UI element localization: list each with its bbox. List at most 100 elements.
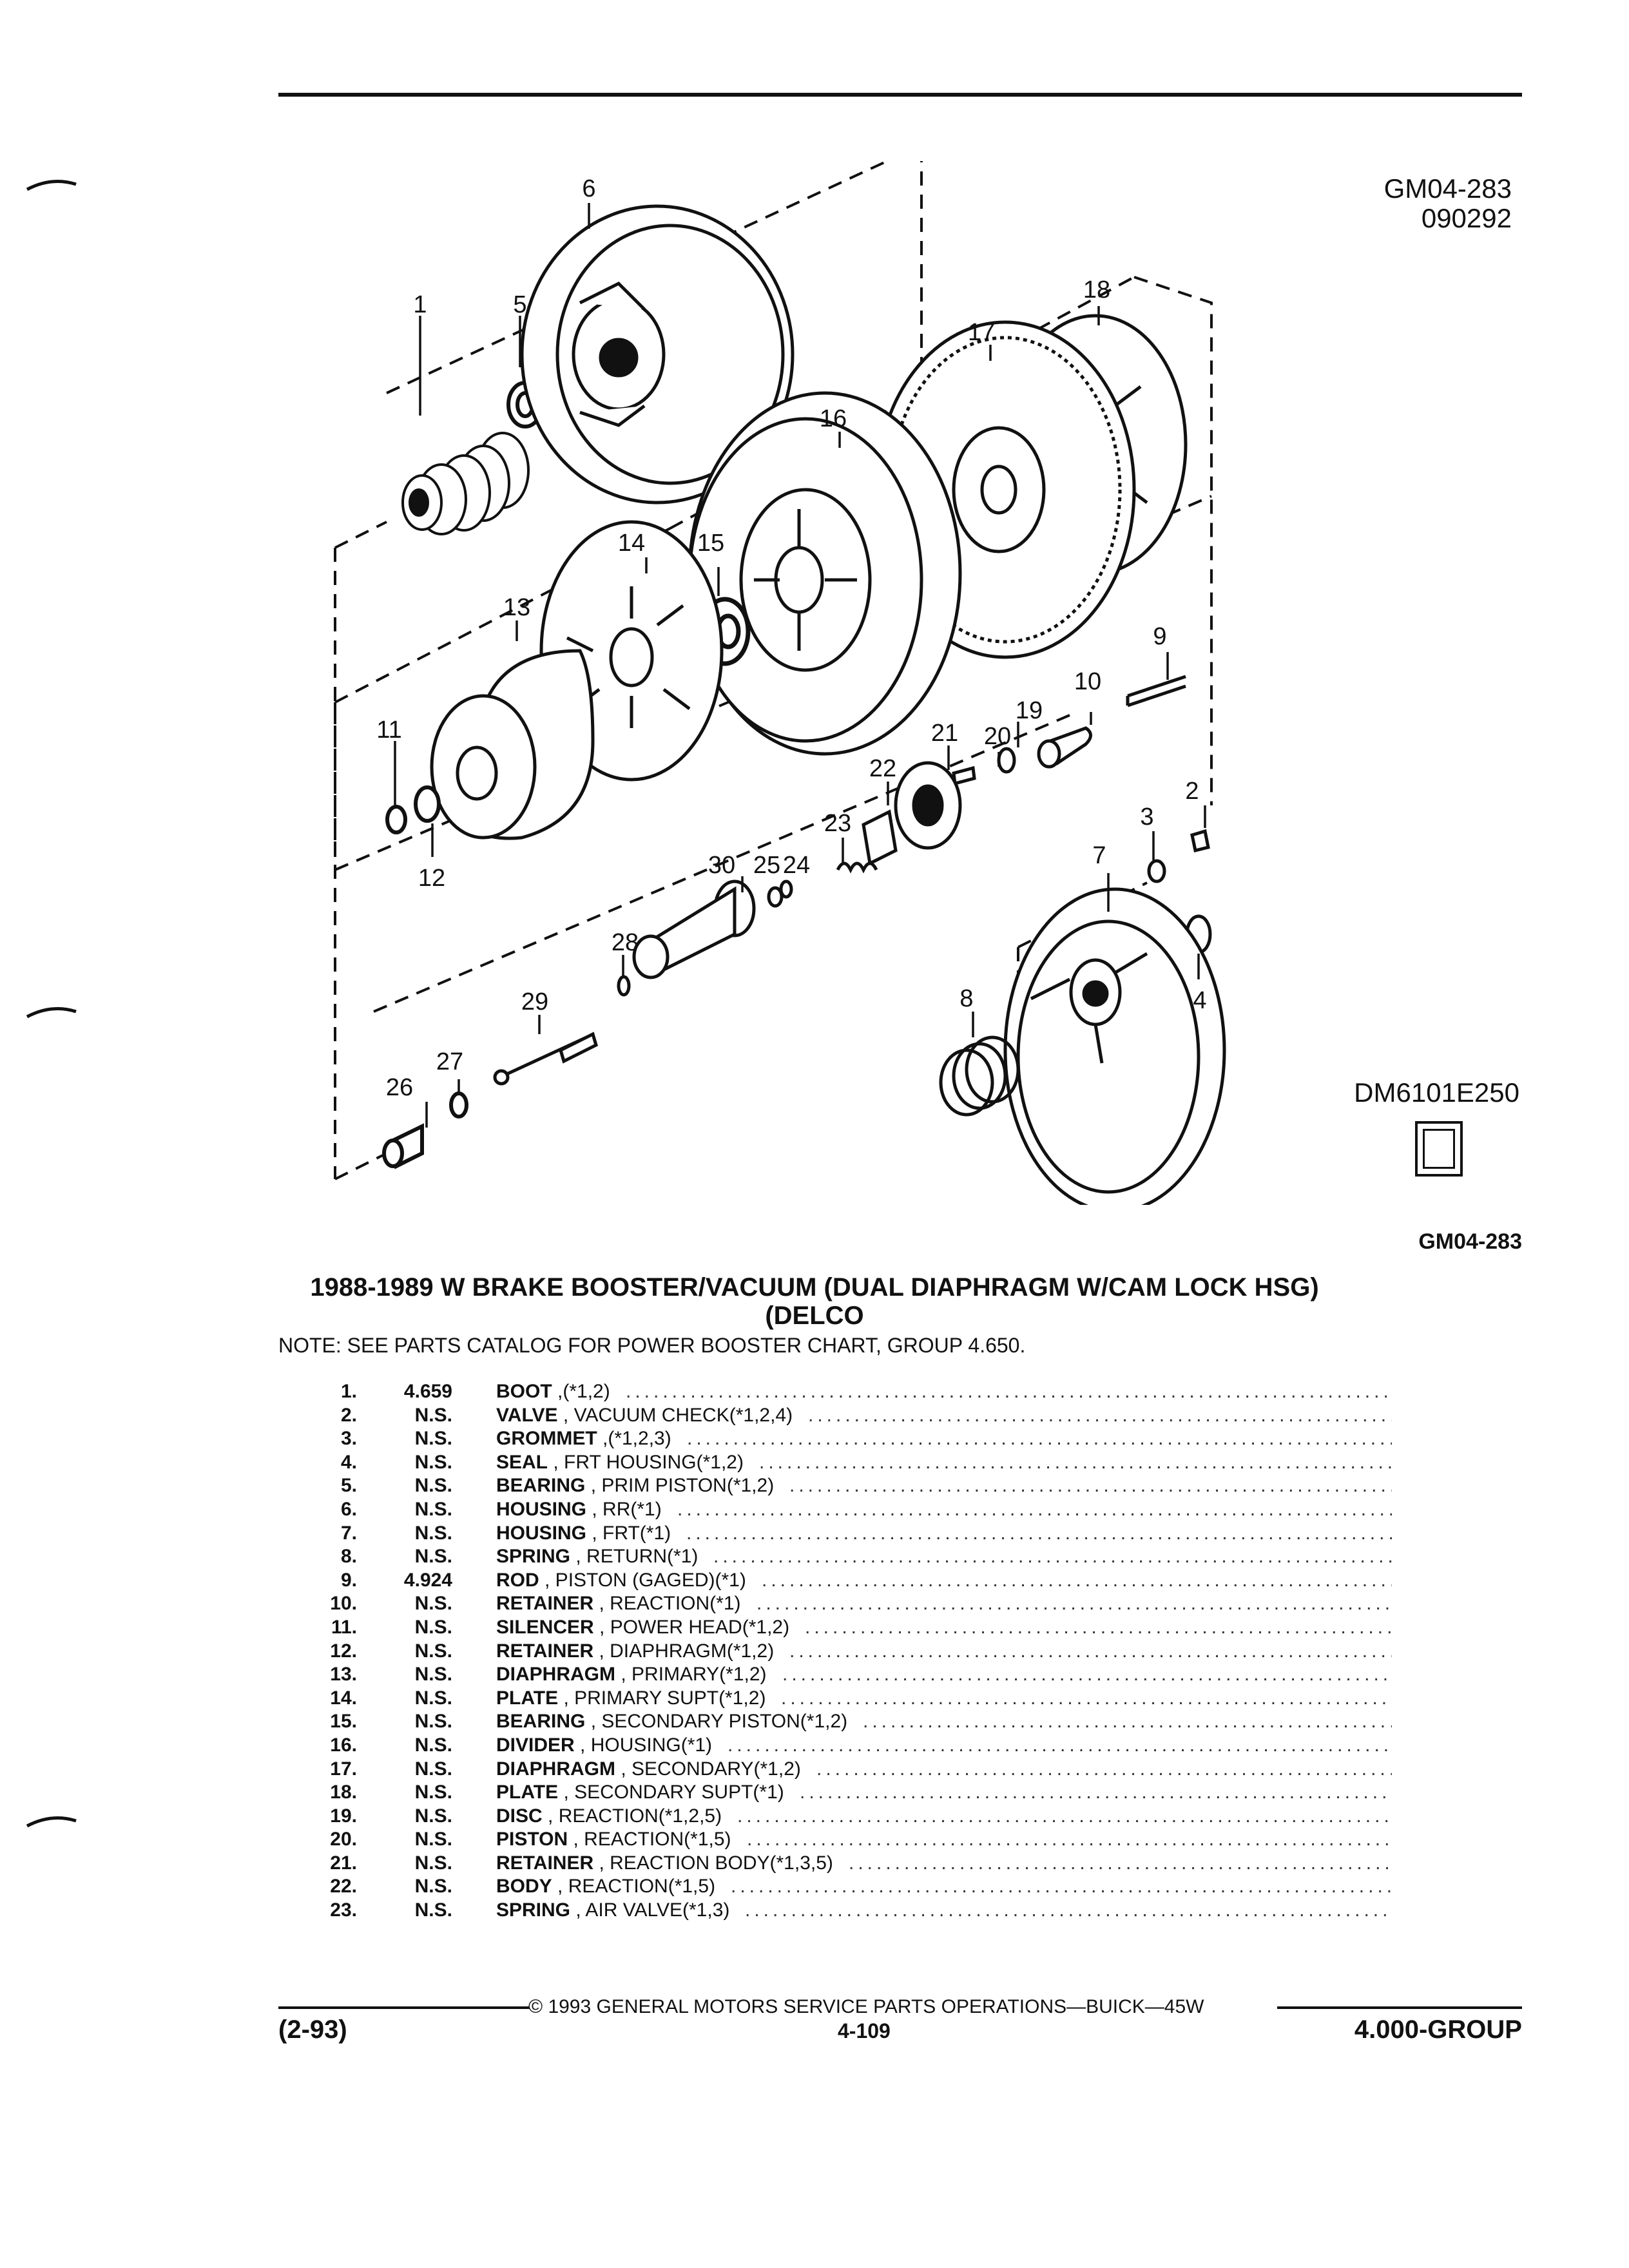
- part-number: 13.: [330, 1664, 357, 1686]
- part-number: 18.: [330, 1782, 357, 1803]
- leader-dots: ........................................…: [737, 1805, 1392, 1827]
- part-row: 10.N.S.RETAINER , REACTION(*1)..........…: [309, 1592, 1392, 1616]
- exploded-view-diagram: 1 2 3 4 5 6 7 8 9 10 11 12 13 14 15 16 1…: [334, 161, 1226, 1205]
- part-row: 12.N.S.RETAINER , DIAPHRAGM(*1,2).......…: [309, 1640, 1392, 1664]
- part-description: HOUSING , RR(*1): [496, 1498, 662, 1522]
- part-code: N.S.: [414, 1593, 452, 1615]
- callout-27: 27: [436, 1048, 463, 1075]
- leader-dots: ........................................…: [863, 1711, 1392, 1733]
- callout-13: 13: [503, 594, 530, 621]
- title-line-2: (DELCO: [765, 1302, 864, 1330]
- part-code: N.S.: [414, 1498, 452, 1520]
- part-row: 21.N.S.RETAINER , REACTION BODY(*1,3,5).…: [309, 1852, 1392, 1876]
- part-row: 17. N.S. DIAPHRAGM , SECONDARY(*1,2)......…: [309, 1758, 1392, 1782]
- part-row: 13. N.S. DIAPHRAGM , PRIMARY(*1,2)........…: [309, 1663, 1392, 1687]
- part-detail: , FRT(*1): [592, 1522, 671, 1544]
- part-row: 22.N.S.BODY , REACTION(*1,5)............…: [309, 1875, 1392, 1899]
- binder-mark-bottom: [26, 1816, 77, 1828]
- part-code: N.S.: [414, 1522, 452, 1544]
- leader-dots: ........................................…: [686, 1522, 1392, 1544]
- part-code: N.S.: [414, 1451, 452, 1473]
- part-name: DIAPHRAGM: [496, 1664, 615, 1686]
- leader-dots: ........................................…: [626, 1381, 1392, 1402]
- leader-dots: ........................................…: [805, 1616, 1392, 1638]
- part-description: RETAINER , DIAPHRAGM(*1,2): [496, 1640, 774, 1664]
- part-description: SILENCER , POWER HEAD(*1,2): [496, 1616, 789, 1640]
- part-number: 19.: [330, 1805, 357, 1827]
- part-valve-check: [1190, 829, 1210, 853]
- part-name: BEARING: [496, 1475, 586, 1497]
- part-number: 2.: [340, 1404, 357, 1426]
- part-name: VALVE: [496, 1404, 558, 1426]
- part-body-reaction: [862, 809, 898, 866]
- callout-19: 19: [1016, 697, 1043, 724]
- part-description: VALVE , VACUUM CHECK(*1,2,4): [496, 1404, 793, 1428]
- callout-18: 18: [1083, 276, 1110, 303]
- leader-dots: ........................................…: [731, 1876, 1392, 1898]
- callout-4: 4: [1193, 987, 1206, 1014]
- part-description: PLATE , PRIMARY SUPT(*1,2): [496, 1687, 766, 1711]
- part-description: SEAL , FRT HOUSING(*1,2): [496, 1451, 744, 1475]
- leader-dots: ........................................…: [789, 1475, 1392, 1497]
- part-row: 4.N.S.SEAL , FRT HOUSING(*1,2)..........…: [309, 1451, 1392, 1475]
- part-description: PLATE , SECONDARY SUPT(*1): [496, 1781, 784, 1805]
- part-number: 8.: [340, 1546, 357, 1568]
- part-code: N.S.: [414, 1640, 452, 1662]
- part-description: BEARING , PRIM PISTON(*1,2): [496, 1474, 774, 1498]
- part-name: ROD: [496, 1569, 539, 1591]
- part-number: 3.: [340, 1428, 357, 1450]
- part-number: 11.: [331, 1616, 357, 1638]
- part-number: 7.: [340, 1522, 357, 1544]
- callout-23: 23: [824, 810, 851, 837]
- part-push-rod: [493, 1032, 598, 1086]
- part-number: 6.: [340, 1498, 357, 1520]
- part-name: DISC: [496, 1805, 543, 1827]
- part-detail: , RR(*1): [592, 1498, 662, 1520]
- binder-mark-middle: [26, 1007, 77, 1019]
- part-code: N.S.: [414, 1664, 452, 1686]
- part-description: DIAPHRAGM , SECONDARY(*1,2): [496, 1758, 801, 1782]
- part-description: ROD , PISTON (GAGED)(*1): [496, 1569, 746, 1593]
- part-code: N.S.: [414, 1475, 452, 1497]
- leader-dots: ........................................…: [816, 1758, 1392, 1780]
- part-code: N.S.: [414, 1805, 452, 1827]
- part-number: 15.: [330, 1711, 357, 1733]
- leader-dots: ........................................…: [757, 1593, 1392, 1615]
- part-detail: , POWER HEAD(*1,2): [599, 1616, 790, 1638]
- part-code: N.S.: [414, 1428, 452, 1450]
- part-grommet: [1147, 859, 1166, 883]
- part-code: 4.659: [403, 1381, 452, 1402]
- part-air-valve-stem: [632, 879, 756, 979]
- callout-2: 2: [1185, 778, 1199, 805]
- part-name: BODY: [496, 1876, 552, 1898]
- leader-dots: ........................................…: [782, 1664, 1392, 1686]
- part-detail: , PRIMARY SUPT(*1,2): [563, 1687, 766, 1709]
- part-name: BOOT: [496, 1381, 552, 1402]
- part-name: HOUSING: [496, 1522, 587, 1544]
- part-name: SPRING: [496, 1546, 571, 1568]
- part-description: RETAINER , REACTION(*1): [496, 1592, 741, 1616]
- part-piston-reaction: [952, 765, 976, 786]
- part-detail: ,(*1,2): [557, 1381, 610, 1402]
- part-number: 17.: [330, 1758, 357, 1780]
- part-detail: , REACTION(*1,5): [573, 1829, 731, 1850]
- part-row: 19.N.S.DISC , REACTION(*1,2,5)..........…: [309, 1805, 1392, 1829]
- part-row: 20.N.S.PISTON , REACTION(*1,5)..........…: [309, 1828, 1392, 1852]
- part-description: DIAPHRAGM , PRIMARY(*1,2): [496, 1663, 767, 1687]
- part-row: 18.N.S.PLATE , SECONDARY SUPT(*1).......…: [309, 1781, 1392, 1805]
- part-number: 16.: [330, 1734, 357, 1756]
- part-code: N.S.: [414, 1852, 452, 1874]
- leader-dots: ........................................…: [745, 1899, 1392, 1921]
- catalog-note: NOTE: SEE PARTS CATALOG FOR POWER BOOSTE…: [278, 1334, 1026, 1357]
- part-detail: , REACTION(*1): [599, 1593, 741, 1615]
- part-number: 14.: [330, 1687, 357, 1709]
- part-name: PISTON: [496, 1829, 568, 1850]
- part-code: N.S.: [414, 1758, 452, 1780]
- part-disc-reaction: [997, 747, 1016, 774]
- part-name: RETAINER: [496, 1593, 594, 1615]
- callout-9: 9: [1153, 623, 1166, 650]
- part-detail: , FRT HOUSING(*1,2): [553, 1451, 744, 1473]
- part-name: SEAL: [496, 1451, 548, 1473]
